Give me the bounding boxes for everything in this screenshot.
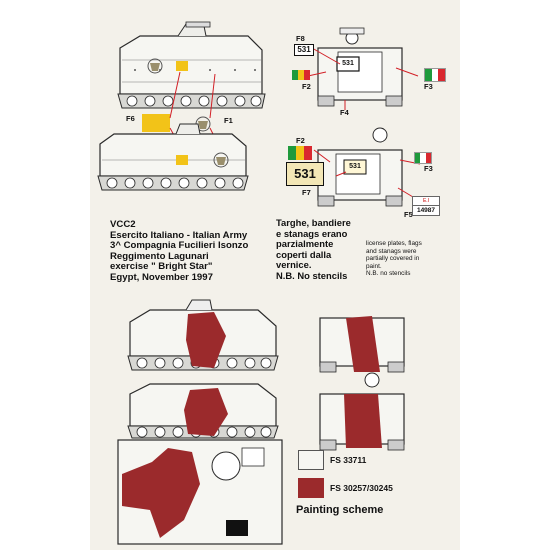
- regional-flag-icon: [292, 70, 310, 80]
- caption-line: Egypt, November 1997: [110, 271, 213, 283]
- vehicle-caption: VCC2 Esercito Italiano - Italian Army 3^…: [110, 219, 285, 284]
- decal-yellow-stanag: [176, 61, 188, 71]
- scheme-side-profile-1: [127, 299, 279, 371]
- note-line: and stanags were: [366, 247, 417, 255]
- callout-f1: F1: [224, 116, 233, 125]
- scheme-rear-view-1: [319, 316, 405, 373]
- note-line: paint.: [366, 262, 382, 270]
- side-profile-left: [117, 21, 266, 109]
- callout-f2: F2: [302, 82, 311, 91]
- regional-flag-icon: [288, 146, 312, 160]
- italian-flag-icon: [414, 152, 432, 164]
- scheme-rear-view-2: [319, 372, 405, 451]
- note-line: vernice.: [276, 259, 312, 271]
- legend-swatch-red: [298, 478, 324, 498]
- english-note: license plates, flags and stanags were p…: [366, 240, 456, 278]
- hull-number-on-rear-2: 531: [349, 163, 361, 170]
- rear-view-top: [317, 27, 403, 107]
- license-plate-decal: 14987: [412, 205, 440, 216]
- decal-hull-number-box: [343, 159, 367, 175]
- hull-number-on-rear: 531: [342, 60, 354, 67]
- callout-f7: F7: [302, 188, 311, 197]
- emblem-icon: [147, 58, 163, 74]
- callout-f4: F4: [340, 108, 349, 117]
- painting-scheme-title: Painting scheme: [296, 504, 384, 516]
- callout-f5: F5: [404, 210, 413, 219]
- italian-flag-icon: [424, 68, 446, 82]
- callout-f3-rear: F3: [424, 164, 433, 173]
- note-line: e stanags erano: [276, 227, 348, 239]
- decal-hull-number-box: [336, 56, 360, 72]
- hull-number-decal: 531: [294, 44, 314, 56]
- note-line: N.B. no stencils: [366, 270, 411, 278]
- side-profile-right: [97, 123, 249, 191]
- callout-f8: F8: [296, 34, 305, 43]
- note-line: parzialmente: [276, 238, 334, 250]
- callout-f6: F6: [126, 114, 135, 123]
- legend-label-white: FS 33711: [330, 455, 367, 465]
- callout-f2-rear: F2: [296, 136, 305, 145]
- caption-line: Reggimento Lagunari: [110, 250, 209, 262]
- italian-note: Targhe, bandiere e stanags erano parzial…: [276, 217, 396, 282]
- note-line: partially covered in: [366, 255, 420, 263]
- caption-line: 3^ Compagnia Fucilieri Isonzo: [110, 240, 249, 252]
- decal-yellow-stanag: [176, 155, 188, 165]
- hull-number-decal-large: 531: [286, 162, 324, 186]
- scheme-top-view: [117, 439, 283, 545]
- note-line: N.B. No stencils: [276, 269, 348, 281]
- emblem-icon: [213, 152, 229, 168]
- scheme-side-profile-2: [127, 383, 279, 439]
- legend-label-red: FS 30257/30245: [330, 483, 393, 493]
- callout-f3: F3: [424, 82, 433, 91]
- caption-line: Esercito Italiano - Italian Army: [110, 229, 248, 241]
- caption-line: exercise " Bright Star": [110, 261, 213, 273]
- caption-line: VCC2: [110, 219, 136, 230]
- decal-f6-yellow: [142, 114, 170, 132]
- note-line: coperti dalla: [276, 248, 332, 260]
- note-line: Targhe, bandiere: [276, 217, 351, 228]
- legend-swatch-white: [298, 450, 324, 470]
- note-line: license plates, flags: [366, 240, 422, 247]
